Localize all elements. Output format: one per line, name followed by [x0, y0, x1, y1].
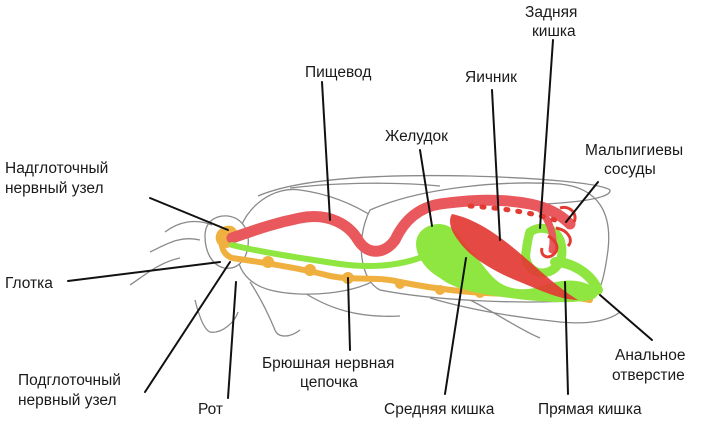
esophagus-shape — [226, 194, 576, 257]
leader-nerve-cord — [347, 277, 351, 351]
label-hindgut-line2: кишка — [532, 23, 576, 40]
leader-ovary — [491, 89, 501, 241]
leader-mouth — [227, 281, 237, 399]
leader-rectum — [564, 281, 569, 395]
label-rectum: Прямая кишка — [538, 401, 642, 418]
label-esophagus: Пищевод — [305, 64, 371, 81]
malpighian-tubules-shape — [540, 226, 572, 259]
leader-supra-ganglion — [149, 197, 229, 231]
leader-stomach — [419, 149, 433, 227]
label-anus-line1: Анальное — [615, 347, 685, 364]
label-sub-ganglion-line2: нервный узел — [18, 392, 117, 409]
leader-midgut — [444, 257, 467, 395]
label-sub-ganglion-line1: Подглоточный — [18, 372, 121, 389]
label-malpighian-line2: сосуды — [604, 161, 656, 178]
label-anus-line2: отверстие — [612, 367, 685, 384]
labels: Надглоточный нервный узел Глотка Подглот… — [5, 4, 685, 418]
label-malpighian-line1: Мальпигиевы — [585, 142, 683, 159]
label-supra-ganglion-line2: нервный узел — [5, 180, 104, 197]
leader-sub-ganglion — [144, 261, 231, 393]
ovary-shape — [450, 214, 578, 300]
leader-pharynx — [67, 261, 221, 282]
label-pharynx: Глотка — [5, 275, 53, 292]
leader-lines — [67, 39, 653, 399]
label-hindgut-line1: Задняя — [525, 4, 577, 21]
label-ovary: Яичник — [465, 69, 517, 86]
leader-hindgut — [539, 39, 554, 229]
label-stomach: Желудок — [385, 128, 448, 145]
label-nerve-cord-line2: цепочка — [300, 374, 358, 391]
leader-malpighian — [565, 181, 599, 223]
label-nerve-cord-line1: Брюшная нервная — [262, 355, 394, 372]
leader-anus — [599, 294, 653, 341]
label-supra-ganglion-line1: Надглоточный — [5, 160, 108, 177]
label-mouth: Рот — [198, 401, 223, 418]
leader-esophagus — [321, 81, 331, 221]
label-midgut: Средняя кишка — [384, 401, 495, 418]
